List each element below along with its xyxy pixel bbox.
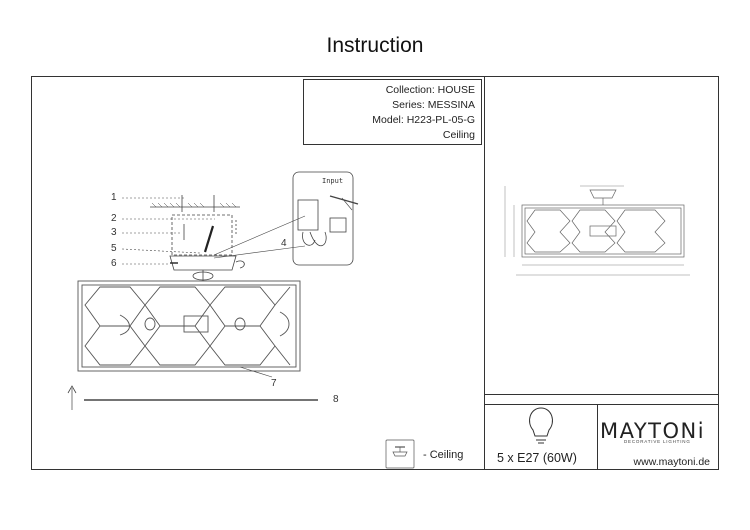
brand-divider — [597, 405, 598, 469]
mounting-bracket — [171, 214, 233, 256]
drawing-frame — [31, 76, 719, 470]
callout-leaders — [121, 197, 215, 265]
callout-2: 2 — [111, 213, 117, 224]
brand-url: www.maytoni.de — [633, 456, 710, 468]
inset-clamp — [329, 217, 347, 233]
canopy — [169, 255, 237, 271]
callout-7-leader — [239, 366, 273, 378]
brand-logo: MAYTONi — [600, 419, 706, 443]
bulb-icon — [529, 407, 553, 444]
callout-5: 5 — [111, 243, 117, 254]
side-screw — [235, 260, 245, 269]
lamp-shade — [77, 280, 301, 372]
up-arrow-head — [67, 385, 77, 394]
terminal-inset-box — [292, 171, 354, 266]
callout-8: 8 — [333, 394, 339, 405]
terminal-block — [297, 199, 319, 231]
inset-wire — [302, 231, 316, 246]
bottom-panel-divider — [485, 394, 719, 395]
inset-label: Input — [322, 177, 344, 185]
ceiling-mount-icon — [385, 439, 415, 469]
mount-type-label: Ceiling — [442, 129, 475, 141]
callout-1: 1 — [111, 192, 117, 203]
callout-3: 3 — [111, 227, 117, 238]
callout-7: 7 — [271, 378, 277, 389]
series-label: Series: MESSINA — [392, 99, 475, 111]
brand-tagline: DECORATIVE LIGHTING — [624, 439, 691, 444]
right-column-divider — [484, 77, 485, 469]
ceiling-mount-label: - Ceiling — [423, 449, 464, 461]
bottom-panel-divider-2 — [485, 404, 719, 405]
page-title: Instruction — [326, 34, 424, 57]
bulb-spec: 5 x E27 (60W) — [497, 451, 577, 465]
ceiling-hatch — [151, 202, 237, 208]
wire — [203, 225, 215, 253]
collection-label: Collection: HOUSE — [385, 84, 475, 96]
callout-6: 6 — [111, 258, 117, 269]
dimension-drawing — [504, 185, 690, 276]
model-label: Model: H223-PL-05-G — [372, 114, 475, 126]
callout-4: 4 — [281, 238, 287, 249]
inset-leader — [213, 215, 306, 256]
product-info-box: Collection: HOUSE Series: MESSINA Model:… — [303, 79, 482, 145]
